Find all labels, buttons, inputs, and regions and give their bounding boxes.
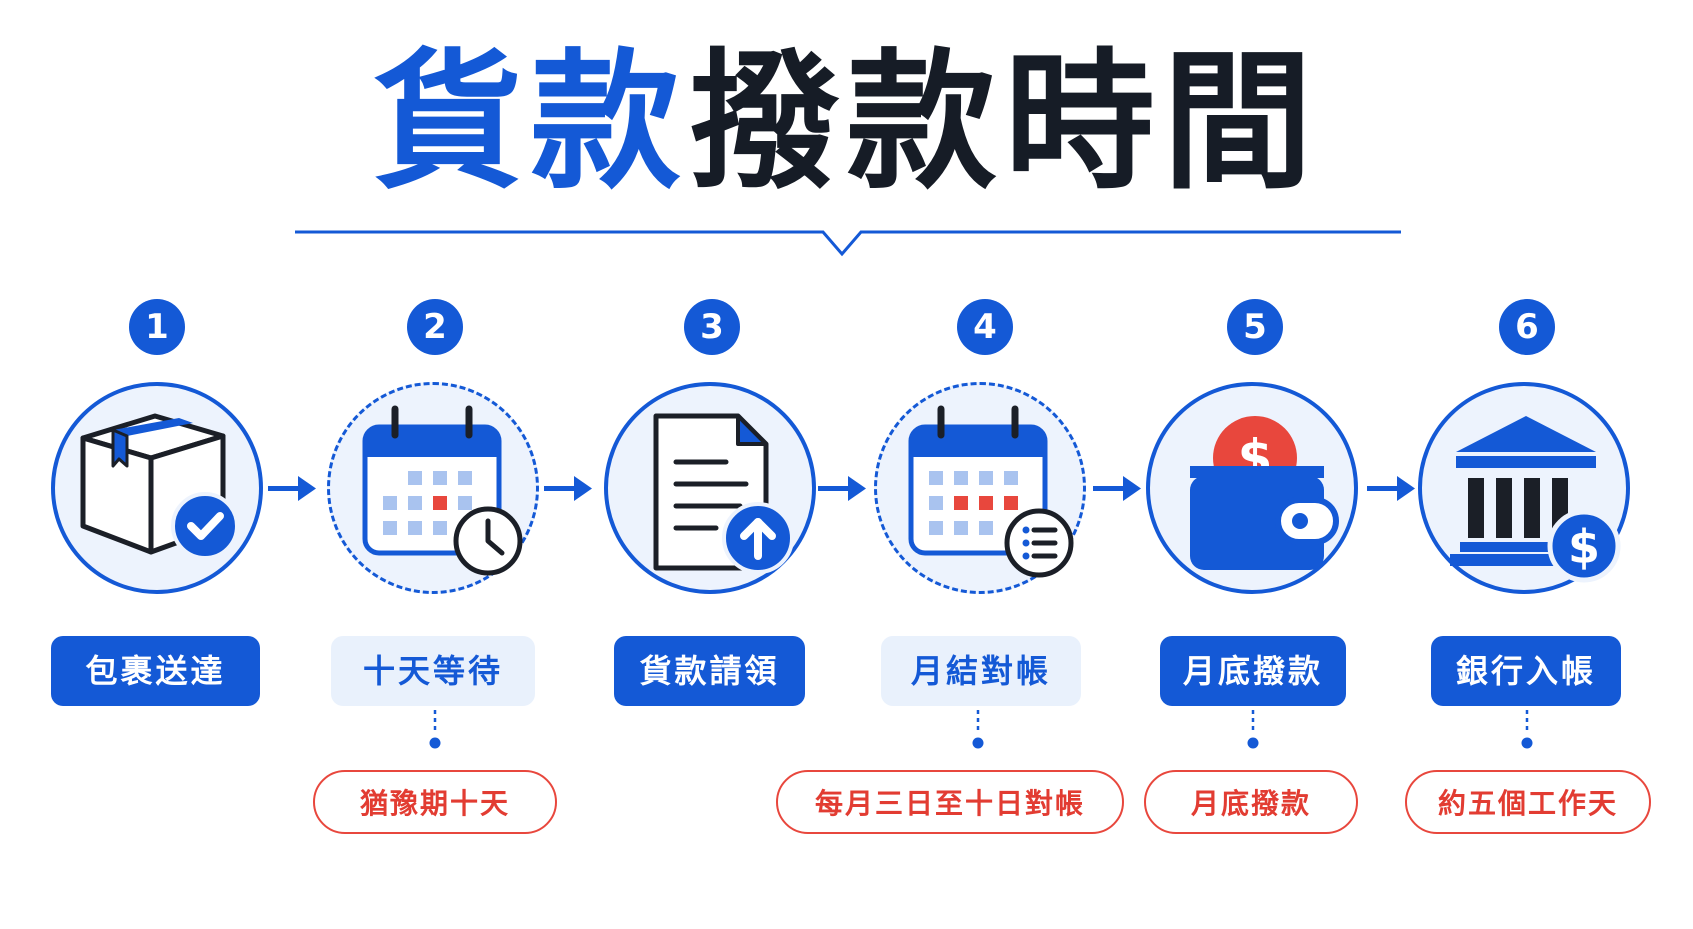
step-arrow-5-6 [1367, 476, 1415, 501]
step-circle-4 [874, 382, 1086, 594]
step-arrow-1-2 [268, 476, 316, 501]
note-connector-2 [429, 710, 441, 749]
step-note-4: 每月三日至十日對帳 [776, 770, 1124, 834]
step-label-1: 包裹送達 [51, 636, 260, 706]
bank-dollar-icon: $ [1450, 416, 1621, 583]
wallet-dollar-icon: $ [1190, 416, 1339, 570]
title-underline [295, 230, 1401, 257]
step-number-1: 1 [129, 299, 185, 355]
step-circle-6: $ [1418, 382, 1630, 594]
step-label-5: 月底撥款 [1160, 636, 1346, 706]
step-arrow-4-5 [1093, 476, 1141, 501]
step-circle-5: $ [1146, 382, 1358, 594]
step-note-6: 約五個工作天 [1405, 770, 1651, 834]
step-label-3: 貨款請領 [614, 636, 805, 706]
step-circle-3 [604, 382, 816, 594]
step-arrow-3-4 [818, 476, 866, 501]
page-title: 貨款撥款時間 [0, 38, 1693, 208]
note-connector-4 [972, 710, 984, 749]
title-main: 撥款時間 [688, 36, 1321, 210]
step-label-6: 銀行入帳 [1431, 636, 1621, 706]
step-number-4: 4 [957, 299, 1013, 355]
step-circle-2 [327, 382, 539, 594]
calendar-clock-icon [362, 405, 523, 576]
note-connector-5 [1247, 710, 1259, 749]
step-number-3: 3 [684, 299, 740, 355]
step-number-5: 5 [1227, 299, 1283, 355]
note-connector-6 [1521, 710, 1533, 749]
step-label-4: 月結對帳 [881, 636, 1081, 706]
document-upload-icon [653, 413, 794, 574]
package-check-icon [80, 413, 239, 560]
step-arrow-2-3 [544, 476, 592, 501]
calendar-checklist-icon [908, 405, 1074, 578]
step-note-2: 猶豫期十天 [313, 770, 557, 834]
step-number-6: 6 [1499, 299, 1555, 355]
step-number-2: 2 [407, 299, 463, 355]
step-circle-1 [51, 382, 263, 594]
step-label-2: 十天等待 [331, 636, 535, 706]
step-note-5: 月底撥款 [1144, 770, 1358, 834]
svg-text:$: $ [1568, 520, 1600, 574]
title-highlight: 貨款 [372, 36, 689, 210]
